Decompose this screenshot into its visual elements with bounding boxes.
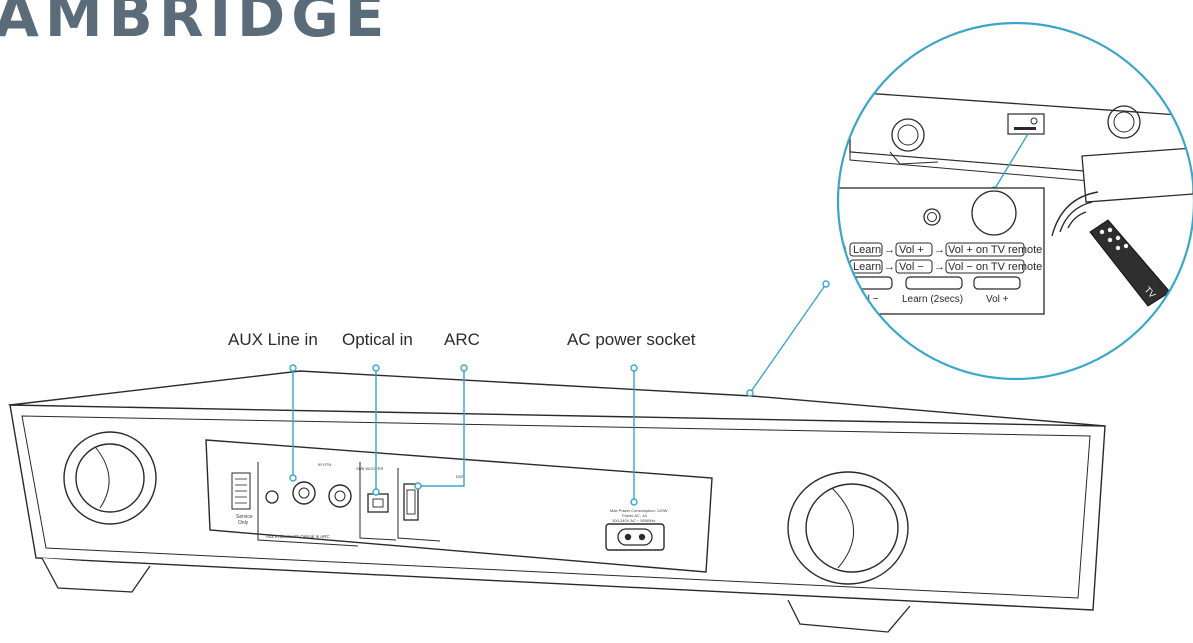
learn-button [905, 276, 963, 290]
zoom-inset-border [836, 21, 1193, 381]
step1-vol: Vol + [899, 244, 924, 256]
service-port [231, 472, 251, 510]
sub-woofer-label: SUB WOOFER [356, 466, 383, 471]
callout-optical-in: Optical in [342, 330, 413, 349]
vol-up-label: Vol + [986, 294, 1009, 305]
vol-up-button [973, 276, 1021, 290]
ac-power-socket [605, 523, 665, 551]
rca-jack-right [328, 484, 352, 508]
rca-jack-left [292, 481, 316, 505]
step2-number: ② [836, 259, 847, 273]
svg-text:→: → [934, 244, 945, 256]
svg-text:→: → [934, 261, 945, 273]
callout-aux-line-in: AUX Line in [228, 330, 318, 349]
tv-remote-icon: TV [1089, 219, 1171, 307]
power-line-1: Max Power Consumption: 120W [610, 508, 668, 513]
service-label: Service [236, 514, 253, 520]
power-line-2: Power AC: 1A [622, 513, 647, 518]
right-speaker-port [787, 471, 909, 585]
aux-jack [265, 490, 279, 504]
brand-logo-text: AMBRIDGE [0, 0, 391, 50]
ir-signal-waves [1051, 191, 1099, 237]
left-speaker-port [63, 431, 157, 525]
inputs-strip-label: Aux In Bluetooth Optical In ARC [266, 534, 331, 539]
step2-learn: Learn [853, 261, 881, 273]
control-panel [838, 187, 1045, 315]
zoom-inset-content: ① Learn → Vol + → Vol + on TV remote ② L… [836, 91, 1193, 315]
svg-text:→: → [884, 244, 895, 256]
power-line-3: 100-240V AC ~ 50/60Hz [612, 518, 655, 523]
soundbar-right-foot [787, 599, 911, 633]
step2-tail: Vol − on TV remote [948, 261, 1042, 273]
step2-vol: Vol − [899, 261, 924, 273]
ir-rtn-label: IR RTN [318, 462, 331, 467]
learn-label: Learn (2secs) [902, 294, 963, 305]
learn-sensor [971, 190, 1017, 236]
ir-receiver [923, 208, 941, 226]
soundbar-front-bevel [21, 415, 1091, 599]
step1-learn: Learn [853, 244, 881, 256]
rear-connection-panel [205, 439, 713, 573]
only-label: Only [238, 520, 249, 526]
callout-leaders [289, 280, 830, 506]
svg-text:→: → [884, 261, 895, 273]
soundbar-left-foot [41, 557, 151, 593]
callout-arc: ARC [444, 330, 480, 349]
dsp-label: DSP [456, 474, 465, 479]
step1-tail: Vol + on TV remote [948, 244, 1042, 256]
callout-ac-power-socket: AC power socket [567, 330, 696, 349]
hdmi-arc-port [403, 483, 419, 521]
